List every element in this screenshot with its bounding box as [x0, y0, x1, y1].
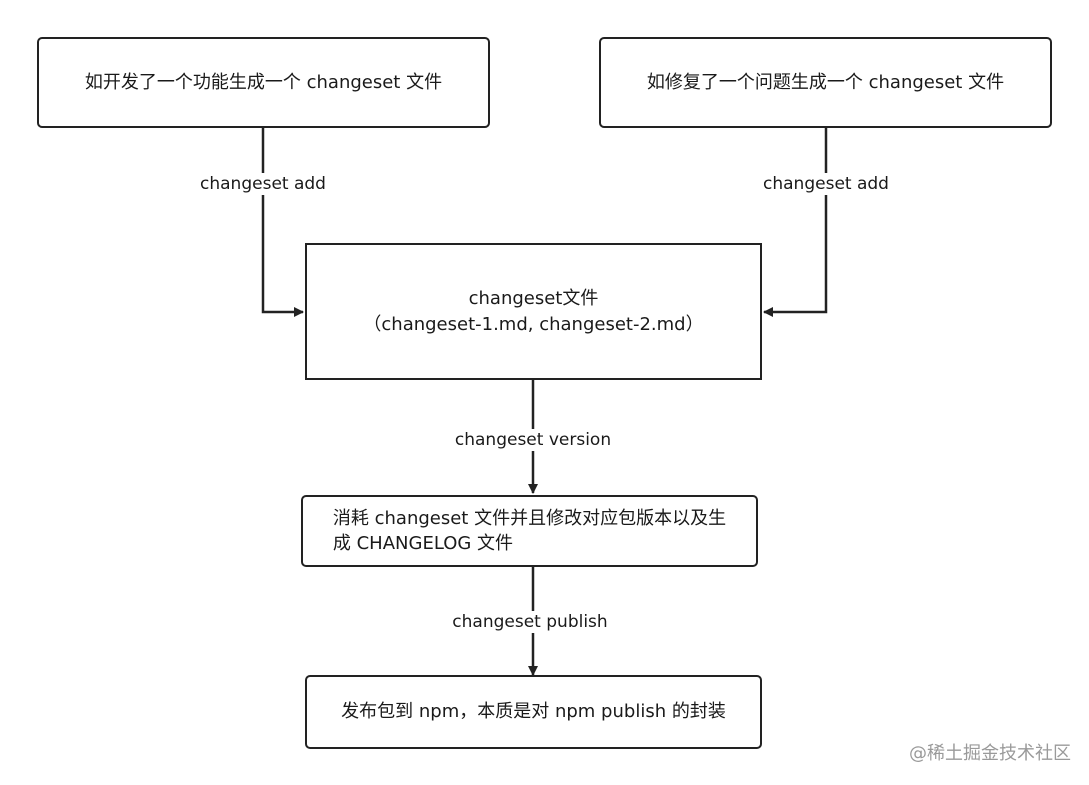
node-consume-text: 消耗 changeset 文件并且修改对应包版本以及生 成 CHANGELOG …	[332, 508, 727, 554]
edge-add-left	[261, 128, 304, 317]
node-consume: 消耗 changeset 文件并且修改对应包版本以及生 成 CHANGELOG …	[301, 495, 758, 567]
edge-add-right	[763, 128, 828, 317]
edge-label-add-right: changeset add	[761, 173, 891, 195]
watermark: @稀土掘金技术社区	[909, 743, 1071, 764]
edge-label-publish: changeset publish	[450, 611, 610, 633]
node-publish-text: 发布包到 npm，本质是对 npm publish 的封装	[341, 701, 726, 722]
node-feature-text: 如开发了一个功能生成一个 changeset 文件	[84, 71, 443, 93]
node-fix: 如修复了一个问题生成一个 changeset 文件	[599, 37, 1052, 128]
edge-label-add-left: changeset add	[198, 173, 328, 195]
node-publish: 发布包到 npm，本质是对 npm publish 的封装	[305, 675, 762, 749]
node-changeset-files-text: changeset文件 （changeset-1.md, changeset-2…	[363, 287, 704, 335]
edge-label-version: changeset version	[452, 429, 614, 451]
node-feature: 如开发了一个功能生成一个 changeset 文件	[37, 37, 490, 128]
node-fix-text: 如修复了一个问题生成一个 changeset 文件	[646, 71, 1005, 93]
node-changeset-files: changeset文件 （changeset-1.md, changeset-2…	[305, 243, 762, 380]
